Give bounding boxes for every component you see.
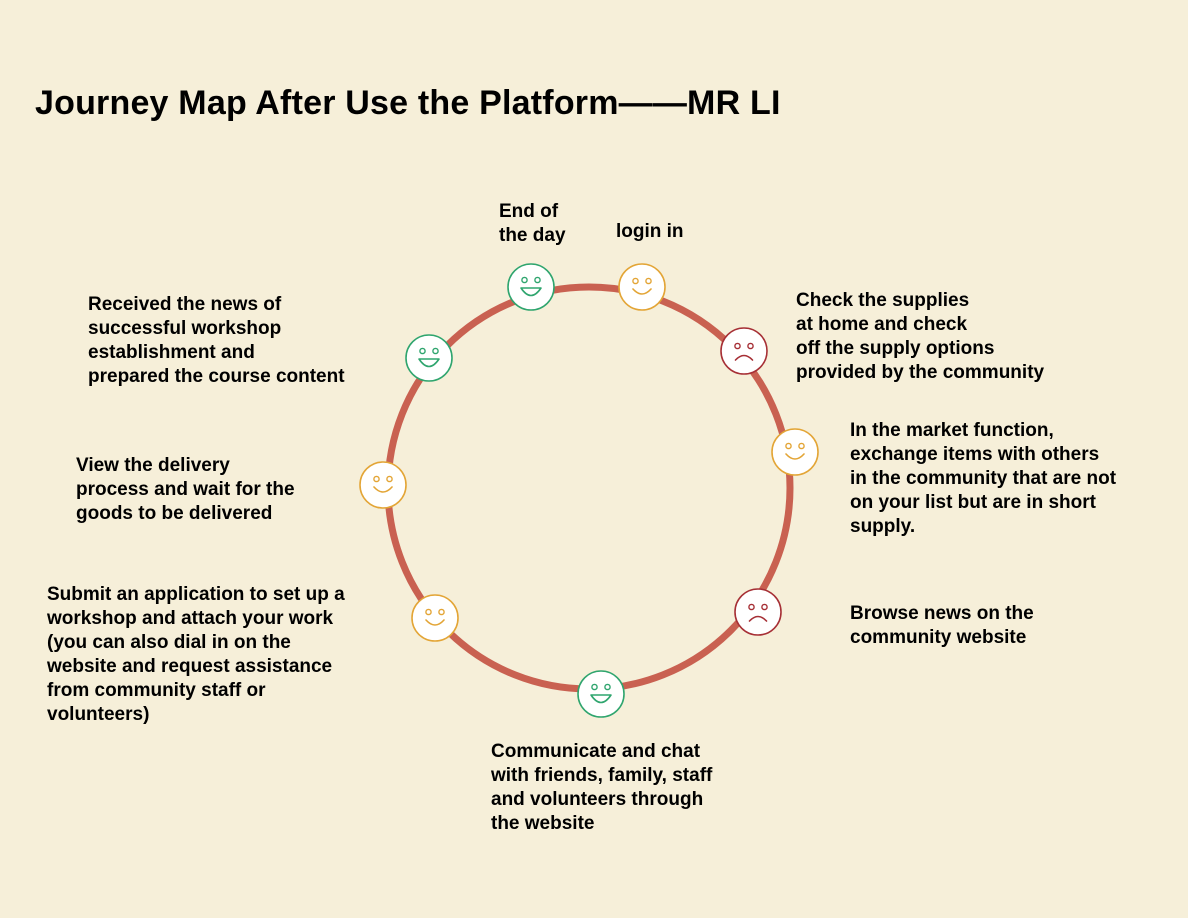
step-label-end-of-day: End of the day	[499, 200, 566, 248]
step-label-line: Check the supplies	[796, 290, 970, 311]
step-label-line: prepared the course content	[88, 366, 345, 387]
step-label-line: from community staff or	[47, 680, 266, 701]
step-node-received-news	[405, 334, 453, 382]
step-label-line: off the supply options	[796, 338, 995, 359]
step-label-line: community website	[850, 627, 1027, 648]
step-label-browse-news: Browse news on the community website	[850, 602, 1034, 650]
step-label-line: View the delivery	[76, 455, 230, 476]
step-label-line: on your list but are in short	[850, 492, 1096, 513]
step-label-line: Received the news of	[88, 294, 282, 315]
step-label-line: login in	[616, 221, 684, 242]
step-label-submit-application: Submit an application to set up a worksh…	[47, 583, 345, 727]
sad-face-icon	[734, 588, 782, 636]
step-label-line: provided by the community	[796, 362, 1045, 383]
neutral-smile-icon	[771, 428, 819, 476]
step-label-login: login in	[616, 220, 684, 244]
step-label-line: the day	[499, 225, 566, 246]
step-label-line: (you can also dial in on the	[47, 632, 291, 653]
step-label-line: the website	[491, 813, 595, 834]
step-label-market-exchange: In the market function, exchange items w…	[850, 419, 1116, 539]
step-label-line: and volunteers through	[491, 789, 704, 810]
step-label-check-supplies: Check the supplies at home and check off…	[796, 289, 1044, 385]
happy-face-icon	[405, 334, 453, 382]
step-label-line: exchange items with others	[850, 444, 1100, 465]
step-label-line: In the market function,	[850, 420, 1054, 441]
step-label-line: Submit an application to set up a	[47, 584, 345, 605]
sad-face-icon	[720, 327, 768, 375]
neutral-smile-icon	[359, 461, 407, 509]
step-node-submit-application	[411, 594, 459, 642]
neutral-smile-icon	[618, 263, 666, 311]
step-label-received-news: Received the news of successful workshop…	[88, 293, 345, 389]
page-title: Journey Map After Use the Platform——MR L…	[35, 84, 781, 122]
step-node-login	[618, 263, 666, 311]
step-label-line: establishment and	[88, 342, 255, 363]
step-node-view-delivery	[359, 461, 407, 509]
step-label-view-delivery: View the delivery process and wait for t…	[76, 454, 295, 526]
happy-face-icon	[577, 670, 625, 718]
step-label-line: with friends, family, staff	[491, 765, 713, 786]
step-label-line: volunteers)	[47, 704, 150, 725]
step-node-end-of-day	[507, 263, 555, 311]
step-node-browse-news	[734, 588, 782, 636]
step-label-line: in the community that are not	[850, 468, 1117, 489]
step-label-line: goods to be delivered	[76, 503, 273, 524]
step-label-line: Browse news on the	[850, 603, 1034, 624]
neutral-smile-icon	[411, 594, 459, 642]
step-label-line: supply.	[850, 516, 916, 537]
step-label-communicate-chat: Communicate and chat with friends, famil…	[491, 740, 712, 836]
step-label-line: workshop and attach your work	[47, 608, 334, 629]
step-label-line: End of	[499, 201, 559, 222]
step-label-line: process and wait for the	[76, 479, 295, 500]
step-label-line: successful workshop	[88, 318, 282, 339]
step-node-check-supplies	[720, 327, 768, 375]
step-node-market-exchange	[771, 428, 819, 476]
step-label-line: at home and check	[796, 314, 968, 335]
step-label-line: Communicate and chat	[491, 741, 701, 762]
happy-face-icon	[507, 263, 555, 311]
step-label-line: website and request assistance	[47, 656, 333, 677]
step-node-communicate-chat	[577, 670, 625, 718]
